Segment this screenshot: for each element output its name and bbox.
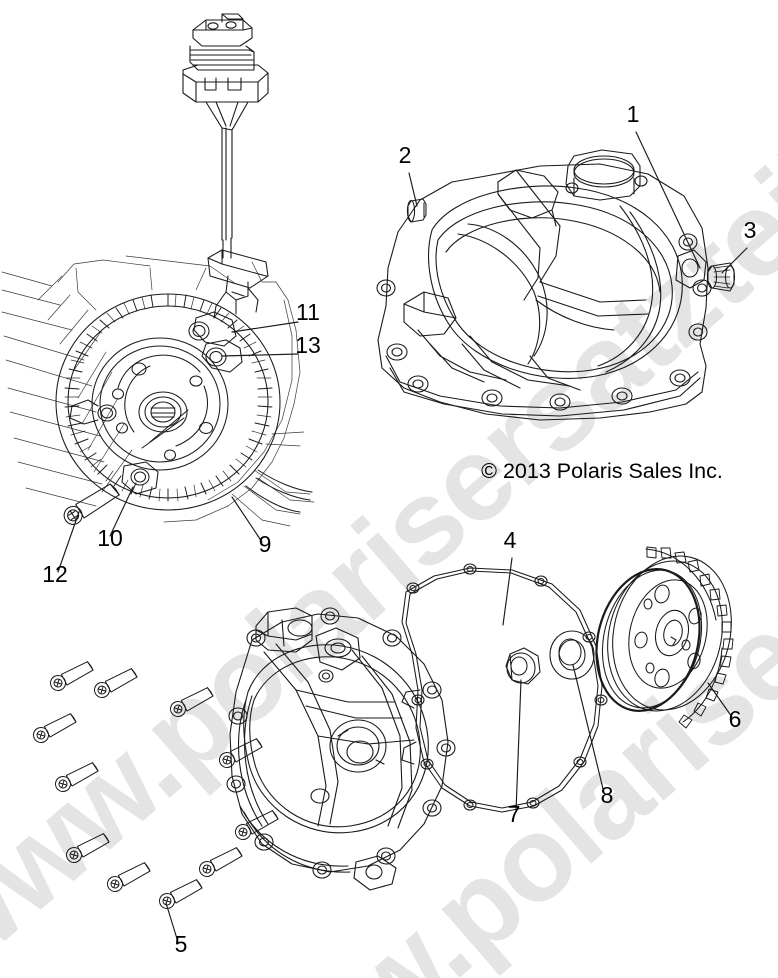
callout-leader-8 <box>572 664 605 794</box>
callout-number-12[interactable]: 12 <box>42 561 68 587</box>
callout-leaders <box>57 131 748 943</box>
callout-number-13[interactable]: 13 <box>295 332 321 358</box>
callout-number-5[interactable]: 5 <box>175 931 188 957</box>
flange-bolt <box>199 847 243 877</box>
flange-bolt <box>235 810 279 840</box>
flange-bolt <box>33 713 77 743</box>
seal-washer <box>549 630 595 680</box>
callout-number-8[interactable]: 8 <box>601 782 614 808</box>
flange-bolt <box>159 879 203 909</box>
callout-leader-3 <box>721 247 748 274</box>
callout-number-11[interactable]: 11 <box>296 299 320 325</box>
stator-assembly <box>55 249 313 513</box>
callout-number-4[interactable]: 4 <box>504 527 517 553</box>
stator-cover <box>376 149 712 421</box>
callout-leader-13 <box>221 353 299 357</box>
callout-number-9[interactable]: 9 <box>259 531 272 557</box>
flange-bolt <box>66 833 110 863</box>
callout-number-1[interactable]: 1 <box>627 101 640 127</box>
cover-gasket <box>401 563 608 813</box>
callout-leader-12 <box>57 511 80 573</box>
flange-bolt <box>55 762 99 792</box>
callout-leader-7 <box>515 679 522 813</box>
callout-leader-6 <box>707 682 733 718</box>
flange-bolt <box>170 687 214 717</box>
callout-leader-1 <box>635 131 701 269</box>
flange-bolt <box>219 738 263 768</box>
crankcase-background <box>1 255 315 527</box>
flywheel-rotor <box>595 546 734 729</box>
callout-number-2[interactable]: 2 <box>399 142 412 168</box>
flange-bolt <box>94 668 138 698</box>
callout-number-3[interactable]: 3 <box>744 217 757 243</box>
callout-leader-9 <box>231 496 263 543</box>
callout-leader-11 <box>231 321 299 333</box>
copyright-notice: © 2013 Polaris Sales Inc. <box>481 459 723 483</box>
plug-screw <box>706 262 736 292</box>
flange-bolt <box>50 661 94 691</box>
flange-bolt-group <box>33 661 279 909</box>
clutch-cover <box>226 607 456 891</box>
callout-leader-4 <box>502 557 513 626</box>
flange-bolt <box>107 862 151 892</box>
electrical-connector <box>182 13 269 259</box>
socket-head-screw <box>63 483 120 525</box>
callout-number-6[interactable]: 6 <box>729 706 742 732</box>
callout-leader-5 <box>165 902 179 943</box>
callout-number-7[interactable]: 7 <box>508 801 521 827</box>
callout-leader-10 <box>109 486 134 537</box>
callout-number-10[interactable]: 10 <box>97 525 123 551</box>
dowel-pin <box>406 198 427 223</box>
callout-leader-2 <box>408 172 418 207</box>
